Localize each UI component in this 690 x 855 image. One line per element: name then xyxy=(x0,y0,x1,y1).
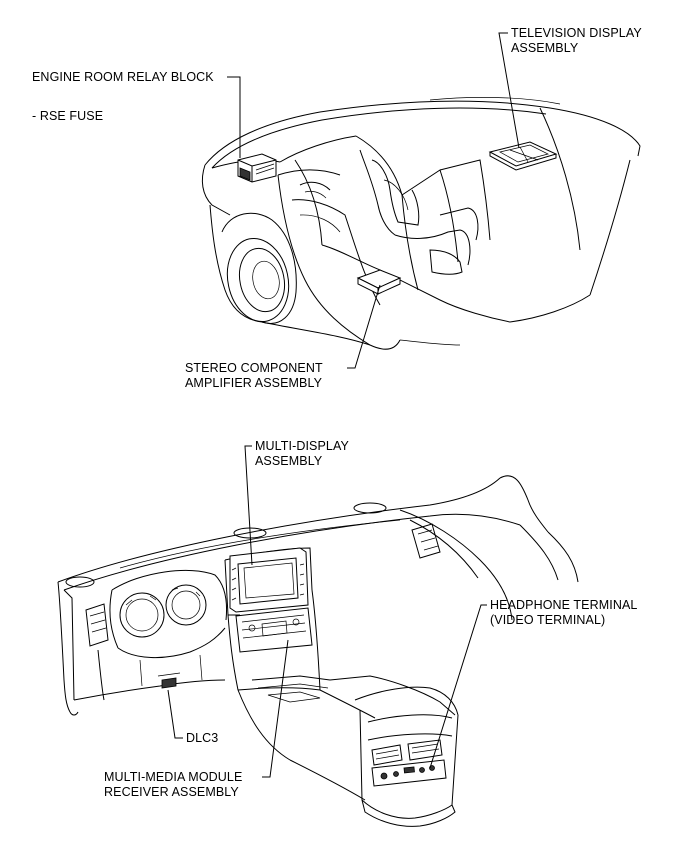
label-headphone-terminal: HEADPHONE TERMINAL (VIDEO TERMINAL) xyxy=(490,598,637,628)
label-engine-room-relay-block-text: ENGINE ROOM RELAY BLOCK xyxy=(32,70,214,84)
label-headphone-terminal-line1: HEADPHONE TERMINAL xyxy=(490,598,638,612)
label-dlc3: DLC3 xyxy=(186,731,218,746)
label-multi-display-line2: ASSEMBLY xyxy=(255,454,323,468)
label-stereo-amplifier-line1: STEREO COMPONENT xyxy=(185,361,323,375)
instrument-panel-illustration xyxy=(57,475,579,827)
label-multi-media-module: MULTI-MEDIA MODULE RECEIVER ASSEMBLY xyxy=(104,770,242,800)
label-stereo-amplifier-line2: AMPLIFIER ASSEMBLY xyxy=(185,376,323,390)
label-multi-display: MULTI-DISPLAY ASSEMBLY xyxy=(255,439,349,469)
multi-display-shape xyxy=(229,547,309,613)
label-television-display: TELEVISION DISPLAY ASSEMBLY xyxy=(511,26,642,56)
label-engine-room-relay-block: ENGINE ROOM RELAY BLOCK xyxy=(32,70,214,85)
label-headphone-terminal-line2: (VIDEO TERMINAL) xyxy=(490,613,606,627)
multi-media-module-shape xyxy=(235,607,313,653)
label-multi-media-module-line1: MULTI-MEDIA MODULE xyxy=(104,770,243,784)
label-rse-fuse: - RSE FUSE xyxy=(32,109,103,124)
label-rse-fuse-text: - RSE FUSE xyxy=(32,109,104,123)
label-television-display-line1: TELEVISION DISPLAY xyxy=(511,26,642,40)
label-dlc3-text: DLC3 xyxy=(186,731,219,745)
leader-lines xyxy=(167,32,520,778)
label-multi-display-line1: MULTI-DISPLAY xyxy=(255,439,349,453)
engine-room-relay-block-shape xyxy=(237,153,277,183)
label-stereo-amplifier: STEREO COMPONENT AMPLIFIER ASSEMBLY xyxy=(185,361,323,391)
label-multi-media-module-line2: RECEIVER ASSEMBLY xyxy=(104,785,239,799)
television-display-shape xyxy=(488,141,558,171)
vehicle-illustration xyxy=(201,97,641,350)
label-television-display-line2: ASSEMBLY xyxy=(511,41,579,55)
stereo-amplifier-shape xyxy=(356,269,402,295)
